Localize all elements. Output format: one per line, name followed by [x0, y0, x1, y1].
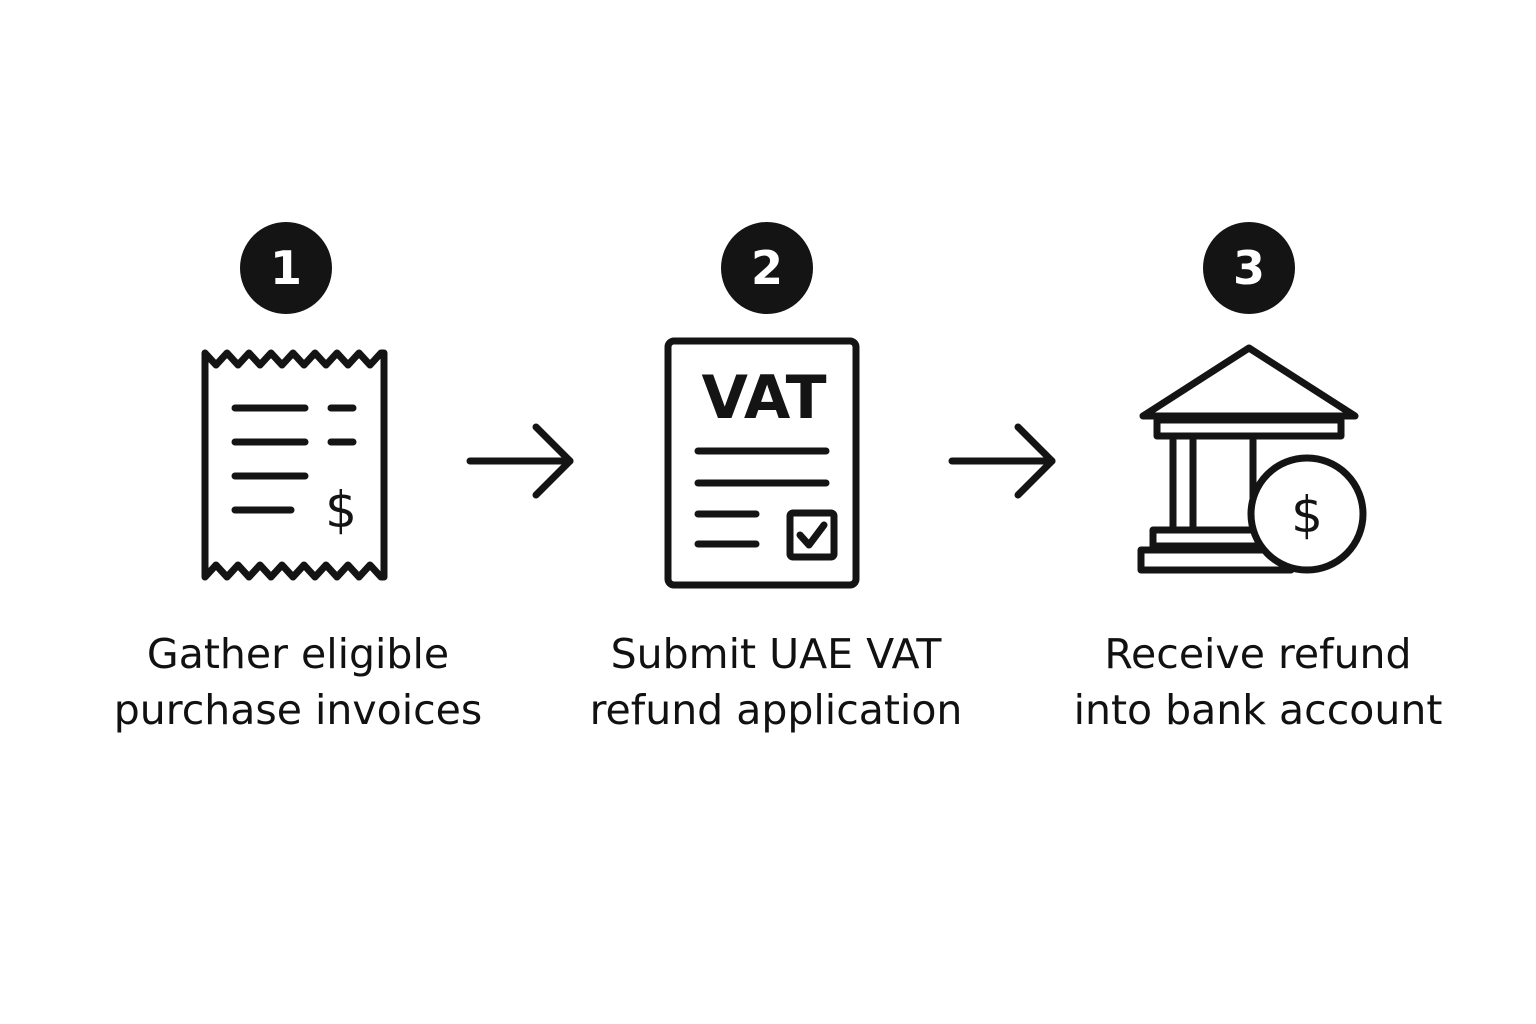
step-2-caption-line1: Submit UAE VAT [610, 630, 942, 678]
step-3-number: 3 [1232, 241, 1265, 295]
step-2-caption: Submit UAE VAT refund application [546, 626, 1006, 738]
step-1-caption: Gather eligible purchase invoices [68, 626, 528, 738]
step-2-badge: 2 [721, 222, 813, 314]
step-1-caption-line1: Gather eligible [146, 630, 450, 678]
checkbox-icon [786, 509, 838, 561]
step-3-caption-line1: Receive refund [1104, 630, 1412, 678]
step-3-caption-line2: into bank account [1073, 686, 1443, 734]
step-3-caption: Receive refund into bank account [1028, 626, 1488, 738]
step-1-caption-line2: purchase invoices [113, 686, 483, 734]
step-2-number: 2 [750, 241, 783, 295]
step-3-badge: 3 [1203, 222, 1295, 314]
arrow-right-icon [466, 423, 574, 499]
arrow-right-icon [948, 423, 1056, 499]
receipt-dollar-symbol: $ [325, 481, 357, 539]
step-1-badge: 1 [240, 222, 332, 314]
vat-label: VAT [701, 363, 826, 433]
coin-icon [1247, 454, 1367, 574]
receipt-icon: $ [201, 349, 388, 581]
bank-icon: $ [1137, 344, 1367, 574]
vat-form-icon: VAT [664, 337, 860, 589]
step-1-number: 1 [269, 241, 302, 295]
coin-dollar-symbol: $ [1291, 486, 1323, 544]
step-2-caption-line2: refund application [589, 686, 963, 734]
